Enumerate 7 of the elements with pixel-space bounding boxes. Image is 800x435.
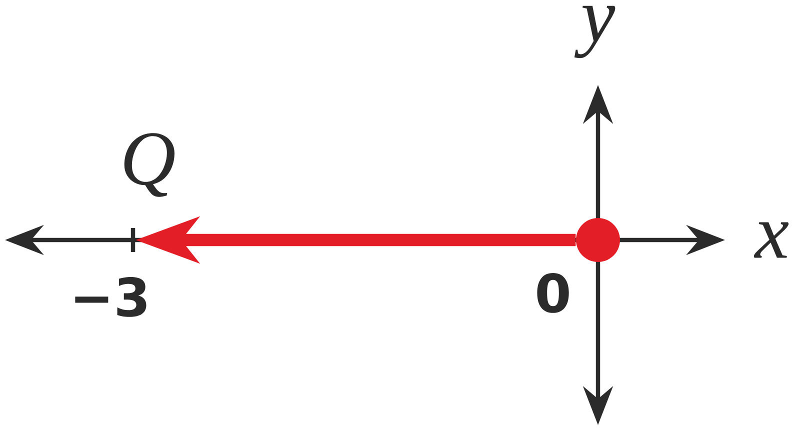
axis-label: y	[574, 6, 616, 58]
tick-label: −3	[75, 277, 146, 317]
point-label: Q	[124, 133, 174, 197]
tick-mark	[130, 228, 136, 252]
tick-label: 0	[537, 273, 569, 313]
point-dot	[576, 218, 620, 262]
axis-label: x	[754, 222, 789, 258]
